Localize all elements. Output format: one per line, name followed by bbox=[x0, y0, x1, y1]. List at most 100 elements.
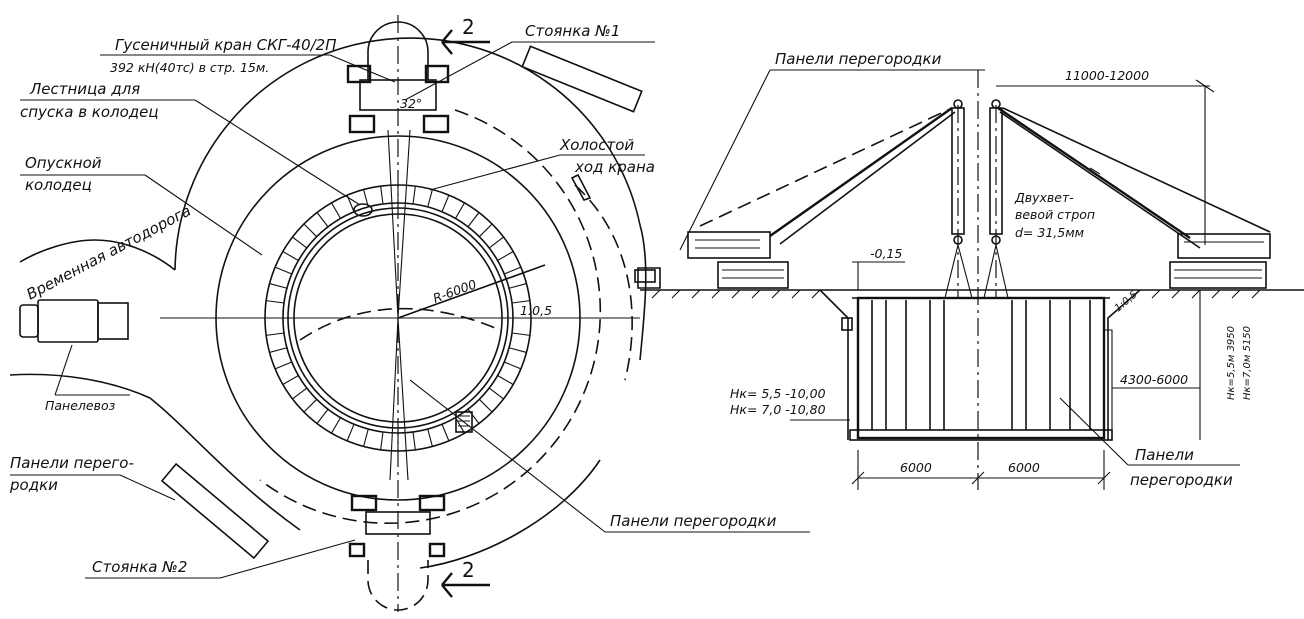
leader-panels-bottom-arrow bbox=[409, 379, 606, 533]
left-boom bbox=[769, 107, 953, 237]
hk-right-2: Нк=7,0м 5150 bbox=[1242, 326, 1253, 400]
angle-label: 32° bbox=[400, 96, 422, 111]
leader-stand2-arrow bbox=[219, 539, 356, 579]
wall-tick bbox=[455, 202, 465, 219]
wall-tick bbox=[508, 347, 527, 353]
crane-body bbox=[359, 79, 437, 111]
left-edge-box bbox=[841, 317, 853, 331]
sling-label-1: Двухвет- bbox=[1014, 190, 1074, 205]
left-crane bbox=[637, 107, 956, 289]
truck-label: Панелевоз bbox=[45, 398, 116, 413]
section-view: 11000-12000 Панели перегородки Двухвет- … bbox=[637, 50, 1304, 490]
wall-tick bbox=[269, 347, 288, 353]
idle-label-line1: Холостой bbox=[559, 136, 634, 154]
wall-tick bbox=[380, 186, 384, 205]
panel-stack-left bbox=[160, 462, 270, 560]
left-crane-details bbox=[695, 239, 760, 249]
crane-track-bottom-br bbox=[428, 542, 446, 558]
road-edge-bottom bbox=[9, 373, 301, 531]
wall-tick bbox=[511, 332, 530, 336]
right-crane bbox=[997, 107, 1271, 289]
section-mark-top: 2 bbox=[441, 15, 490, 55]
wall-tick bbox=[303, 398, 318, 413]
crane-work-arc bbox=[174, 37, 641, 271]
dim-tick-center bbox=[971, 471, 985, 485]
radius-label: R-6000 bbox=[431, 276, 478, 306]
sling-label-2: вевой строп bbox=[1015, 207, 1095, 222]
leader-panels-top-arrow bbox=[679, 69, 771, 251]
leader-caisson-arrow bbox=[144, 174, 263, 256]
leader-ladder-arrow bbox=[194, 99, 361, 206]
wall-tick bbox=[497, 251, 514, 261]
crane-track-bottom-tl bbox=[350, 494, 378, 512]
panels-right-line2: перегородки bbox=[1130, 471, 1233, 489]
wall-tick bbox=[497, 375, 514, 385]
crane-work-arc-bottom bbox=[419, 459, 601, 569]
wall-tick bbox=[282, 251, 299, 261]
wall-tick bbox=[478, 398, 493, 413]
panel-hatch bbox=[455, 411, 473, 433]
dim-tick-left bbox=[851, 471, 865, 485]
leader-stand1-arrow bbox=[404, 41, 513, 101]
right-boom-2 bbox=[999, 111, 1201, 249]
wall-tick bbox=[266, 300, 285, 304]
section-mark-bottom: 2 bbox=[441, 558, 490, 598]
panels-top-label: Панели перегородки bbox=[775, 50, 942, 68]
left-boom-2 bbox=[779, 111, 956, 245]
caisson-section bbox=[856, 296, 1106, 440]
dim-tick-right bbox=[1097, 471, 1111, 485]
wall-tick bbox=[504, 361, 522, 370]
crane-track-tr bbox=[424, 64, 450, 84]
crane-top: 32° bbox=[346, 21, 450, 134]
crane-track-bottom-bl bbox=[348, 542, 366, 558]
wall-tick bbox=[488, 236, 504, 249]
panel-truck bbox=[19, 299, 129, 343]
right-pendant bbox=[1002, 107, 1271, 233]
right-sling bbox=[983, 244, 1009, 299]
caisson-label-line1: Опускной bbox=[25, 154, 102, 172]
wall-tick bbox=[316, 408, 329, 424]
truck-body bbox=[37, 299, 99, 343]
dim-left-label: 6000 bbox=[900, 460, 932, 475]
truck-trailer bbox=[97, 302, 129, 340]
right-edge-detail bbox=[1104, 329, 1113, 440]
wall-tick bbox=[331, 202, 341, 219]
slope-right-label: 1:0,5 bbox=[1113, 289, 1140, 314]
road-label: Временная автодорога bbox=[23, 202, 193, 304]
section-mark-bottom-label: 2 bbox=[462, 558, 475, 582]
hk-label-2: Нк= 7,0 -10,80 bbox=[730, 402, 826, 417]
caisson-label-line2: колодец bbox=[25, 176, 92, 194]
wall-tick bbox=[292, 236, 308, 249]
wall-tick bbox=[292, 387, 308, 400]
wall-tick bbox=[331, 417, 341, 434]
crane-work-arc-right bbox=[639, 224, 647, 361]
boom-line-1 bbox=[387, 129, 399, 319]
leader-truck-arrow bbox=[54, 344, 73, 396]
width-range-label: 4300-6000 bbox=[1120, 372, 1188, 387]
wall-tick bbox=[427, 428, 433, 447]
wall-tick bbox=[380, 431, 384, 450]
panel-stack-top bbox=[521, 45, 643, 113]
wall-tick bbox=[269, 283, 288, 289]
crane-label-line2: 392 кН(40тс) в стр. 15м. bbox=[110, 60, 269, 75]
span-label: 11000-12000 bbox=[1065, 68, 1149, 83]
right-head bbox=[991, 99, 1001, 109]
wall-tick bbox=[412, 431, 416, 450]
wall-tick bbox=[441, 424, 450, 442]
panels-bottom-label: Панели перегородки bbox=[610, 512, 777, 530]
panel-hatch-lines bbox=[458, 415, 470, 427]
level-label: -0,15 bbox=[870, 246, 902, 261]
wall-tick bbox=[412, 186, 416, 205]
ladder-hatch bbox=[353, 203, 373, 217]
wall-tick bbox=[303, 223, 318, 238]
leader-crane-arrow bbox=[329, 54, 396, 83]
leader-panels-left-arrow bbox=[119, 474, 176, 501]
wall-tick bbox=[274, 361, 292, 370]
radius-line bbox=[397, 264, 546, 319]
left-head bbox=[953, 99, 963, 109]
wall-tick bbox=[467, 212, 480, 228]
crane-label-line1: Гусеничный кран СКГ-40/2П bbox=[115, 36, 337, 54]
plan-view: R-6000 1:0,5 32° 2 bbox=[9, 15, 810, 612]
wall-tick bbox=[282, 375, 299, 385]
